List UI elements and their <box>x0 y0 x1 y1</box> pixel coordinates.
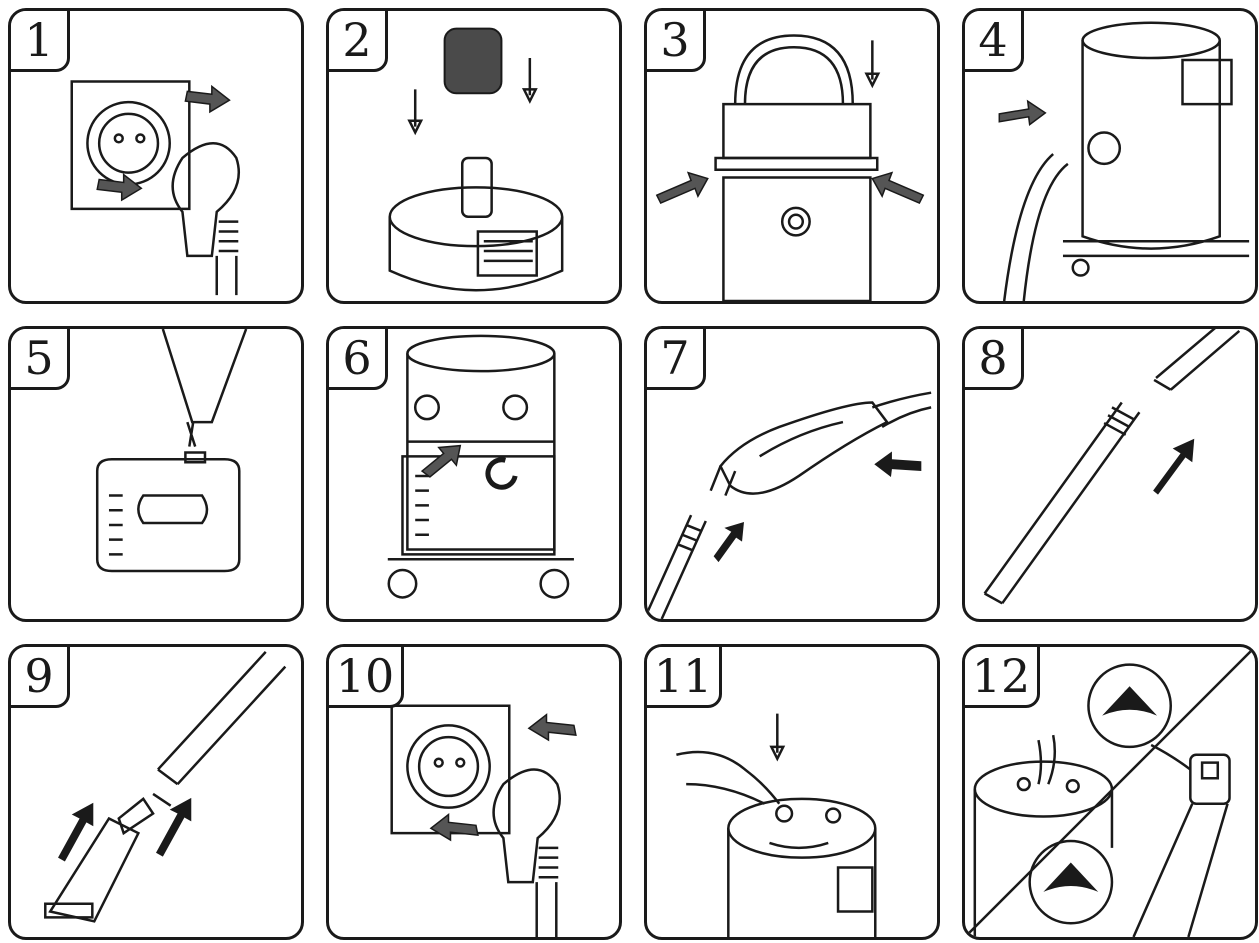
step-number-2: 2 <box>329 11 388 72</box>
step-number-6: 6 <box>329 329 388 390</box>
step-number-12: 12 <box>965 647 1040 708</box>
step-panel-3: 3 <box>644 8 940 304</box>
step-number-1: 1 <box>11 11 70 72</box>
connect-handle-to-tube-illustration <box>647 329 937 619</box>
step-panel-6: 6 <box>326 326 622 622</box>
step-number-8: 8 <box>965 329 1024 390</box>
fill-detergent-tank-illustration <box>11 329 301 619</box>
press-power-button-illustration <box>647 647 937 937</box>
step-panel-7: 7 <box>644 326 940 622</box>
step-panel-2: 2 <box>326 8 622 304</box>
step-number-9: 9 <box>11 647 70 708</box>
step-number-5: 5 <box>11 329 70 390</box>
step-number-10: 10 <box>329 647 404 708</box>
step-panel-12: 12 <box>962 644 1258 940</box>
attach-head-latch-clips-illustration <box>647 11 937 301</box>
step-number-3: 3 <box>647 11 706 72</box>
step-number-7: 7 <box>647 329 706 390</box>
step-number-11: 11 <box>647 647 722 708</box>
unplug-from-socket-illustration <box>11 11 301 301</box>
step-panel-1: 1 <box>8 8 304 304</box>
plug-into-socket-illustration <box>329 647 619 937</box>
press-spray-trigger-illustration <box>965 647 1255 937</box>
join-extension-tubes-illustration <box>965 329 1255 619</box>
insert-tank-into-unit-illustration <box>329 329 619 619</box>
step-panel-10: 10 <box>326 644 622 940</box>
step-panel-11: 11 <box>644 644 940 940</box>
step-panel-8: 8 <box>962 326 1258 622</box>
insert-foam-filter-illustration <box>329 11 619 301</box>
connect-hose-illustration <box>965 11 1255 301</box>
attach-spray-nozzle-illustration <box>11 647 301 937</box>
step-panel-4: 4 <box>962 8 1258 304</box>
step-number-4: 4 <box>965 11 1024 72</box>
step-panel-5: 5 <box>8 326 304 622</box>
step-panel-9: 9 <box>8 644 304 940</box>
